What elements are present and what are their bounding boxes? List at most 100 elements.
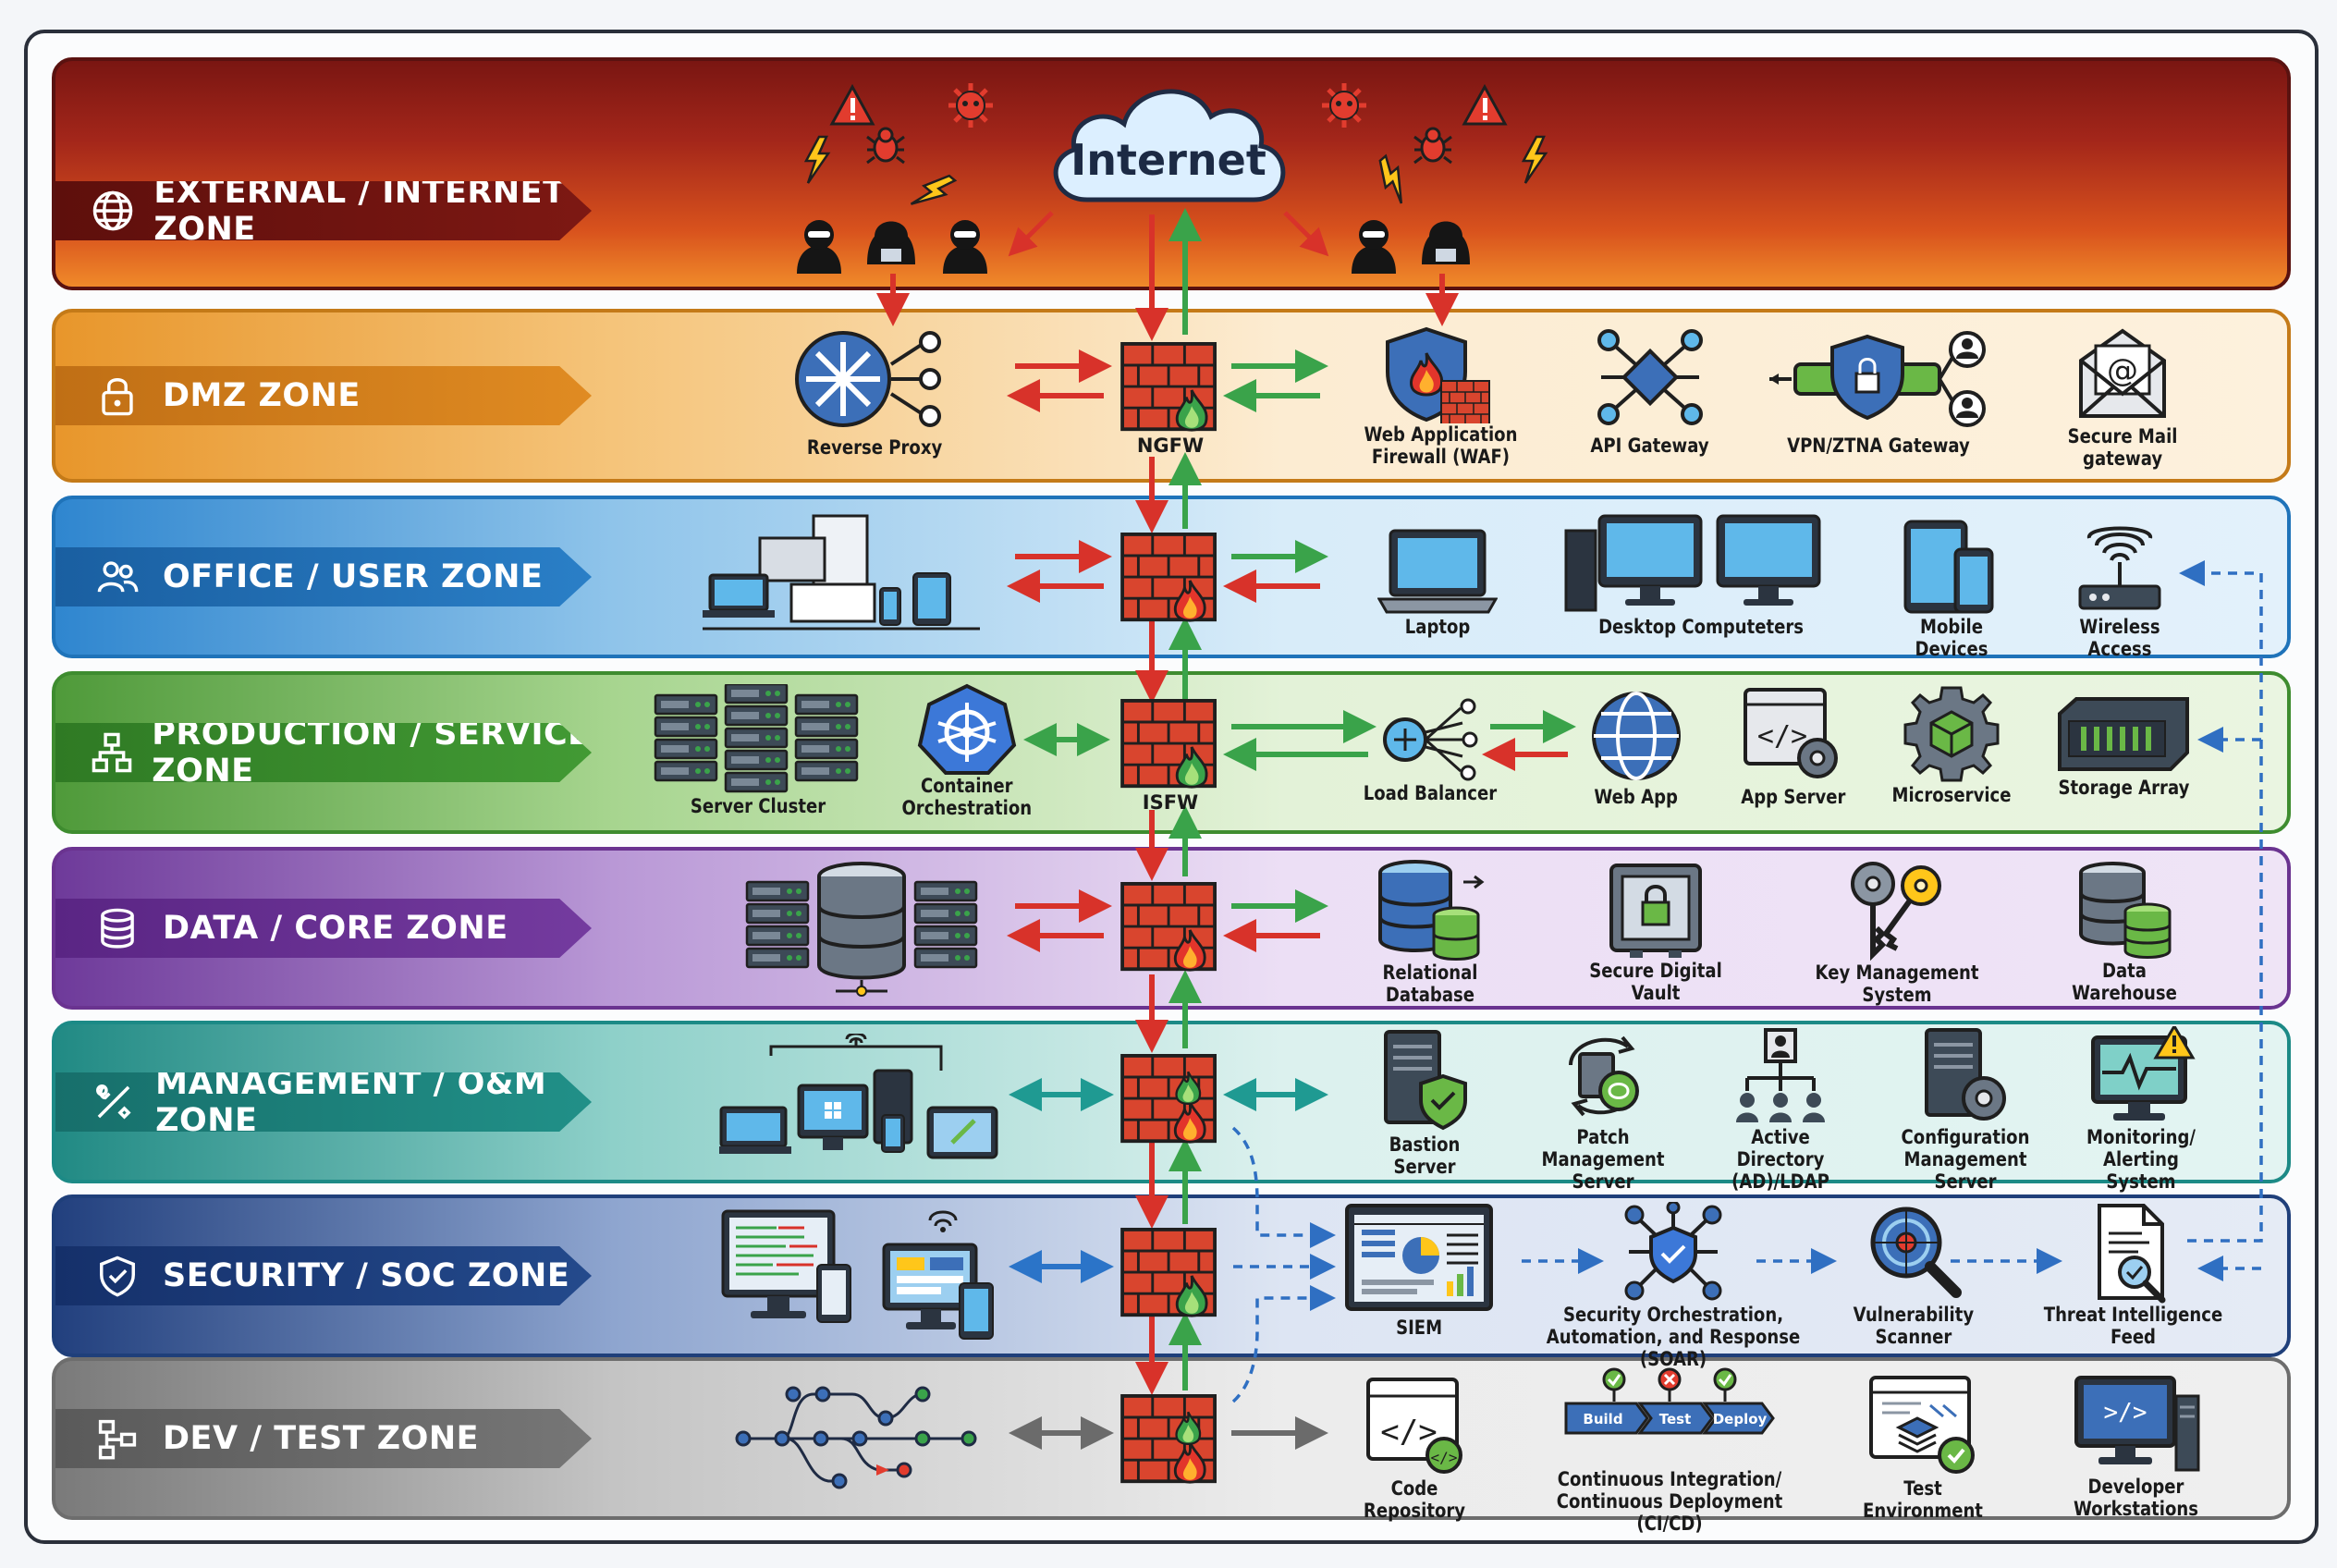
node-label: Data Warehouse [2072, 960, 2177, 1004]
node-label: Code Repository [1363, 1477, 1466, 1522]
svg-text:</>: </> [1380, 1414, 1437, 1451]
threat-report-icon [2098, 1204, 2166, 1304]
load-balancer[interactable]: Load Balancer [1352, 695, 1509, 804]
hierarchy-icon [91, 1412, 144, 1465]
node-label: Laptop [1404, 616, 1471, 638]
gear-cube-icon [1903, 686, 2000, 782]
patch-management-server[interactable]: Patch Management Server [1512, 1026, 1694, 1193]
laptop[interactable]: Laptop [1368, 525, 1507, 638]
zone-label-management: MANAGEMENT / O&M ZONE [55, 1072, 592, 1132]
laptop-icon [1377, 529, 1498, 614]
wifi-router-icon [2078, 526, 2161, 610]
mail-icon: @ [2079, 328, 2166, 418]
node-label: Server Cluster [690, 795, 826, 817]
zone-label-office: OFFICE / USER ZONE [55, 547, 592, 606]
dev-workstation-icon: >/> [2074, 1376, 2200, 1472]
node-label: Active Directory (AD)/LDAP [1731, 1126, 1829, 1193]
zone-label-text: DEV / TEST ZONE [163, 1420, 480, 1457]
secure-digital-vault[interactable]: Secure Digital Vault [1559, 860, 1753, 1004]
vpn-ztna-gateway[interactable]: VPN/ZTNA Gateway [1766, 327, 1991, 457]
config-server-icon [1925, 1028, 2006, 1121]
zone-label-dmz: DMZ ZONE [55, 366, 592, 425]
desktop-computers[interactable]: Desktop Computeters [1562, 512, 1840, 638]
zone-label-text: PRODUCTION / SERVICE ZONE [152, 716, 591, 790]
soar[interactable]: Security Orchestration, Automation, and … [1507, 1202, 1840, 1370]
storage-array-icon [2058, 697, 2189, 771]
node-label: Key Management System [1815, 962, 1979, 1006]
container-orchestration[interactable]: Container Orchestration [887, 682, 1046, 819]
microservice[interactable]: Microservice [1882, 684, 2021, 806]
directory-tree-icon [1736, 1028, 1825, 1122]
threat-intelligence-feed[interactable]: Threat Intelligence Feed [2026, 1202, 2239, 1348]
data-warehouse[interactable]: Data Warehouse [2041, 860, 2208, 1004]
web-app[interactable]: Web App [1572, 686, 1701, 808]
globe-icon [91, 184, 135, 238]
vulnerability-scanner[interactable]: Vulnerability Scanner [1840, 1202, 1988, 1348]
node-label: Bastion Server [1389, 1133, 1461, 1178]
node-label: Configuration Management Server [1901, 1126, 2030, 1193]
node-label: Load Balancer [1363, 782, 1498, 804]
pipeline-deploy-label: Deploy [1713, 1411, 1768, 1427]
storage-array[interactable]: Storage Array [2045, 695, 2202, 799]
vpn-gateway-icon [1769, 331, 1986, 427]
siem[interactable]: SIEM [1340, 1202, 1498, 1339]
pipeline-build-label: Build [1583, 1411, 1622, 1427]
node-label: Patch Management Server [1541, 1126, 1665, 1193]
zone-label-external: EXTERNAL / INTERNET ZONE [55, 181, 592, 240]
reverse-proxy[interactable]: Reverse Proxy [791, 327, 958, 459]
pipeline-icon: Build Test Deploy [1564, 1367, 1775, 1435]
svg-text:>/>: >/> [2104, 1399, 2147, 1427]
server-cluster[interactable]: Server Cluster [647, 684, 869, 817]
developer-workstations[interactable]: >/> Developer Workstations [2052, 1374, 2219, 1520]
zone-label-text: EXTERNAL / INTERNET ZONE [153, 174, 566, 248]
isfw-firewall[interactable]: ISFW [1120, 699, 1220, 814]
pipeline-test-label: Test [1659, 1411, 1692, 1427]
node-label: VPN/ZTNA Gateway [1787, 435, 1970, 457]
mobile-devices[interactable]: Mobile Devices [1873, 518, 2030, 660]
ci-cd-pipeline[interactable]: Build Test Deploy Continuous Integration… [1522, 1366, 1817, 1535]
node-label: Web App [1594, 786, 1679, 808]
node-label: API Gateway [1590, 435, 1710, 457]
test-environment[interactable]: Test Environment [1830, 1374, 2015, 1522]
management-devices-icon [719, 1034, 998, 1159]
ngfw-firewall[interactable]: NGFW [1120, 342, 1220, 457]
svg-text:@: @ [2107, 352, 2138, 389]
relational-database[interactable]: Relational Database [1333, 858, 1527, 1006]
app-server[interactable]: </> App Server [1729, 684, 1858, 808]
monitoring-alerting-system[interactable]: Monitoring/ Alerting System [2060, 1026, 2222, 1193]
key-management-system[interactable]: Key Management System [1777, 858, 2017, 1006]
bastion-server-icon [1384, 1030, 1467, 1131]
secure-mail-gateway[interactable]: @ Secure Mail gateway [2030, 324, 2215, 470]
reverse-proxy-icon [795, 331, 941, 427]
configuration-management-server[interactable]: Configuration Management Server [1866, 1026, 2065, 1193]
wireless-access[interactable]: Wireless Access [2041, 514, 2198, 660]
bastion-server[interactable]: Bastion Server [1346, 1028, 1503, 1178]
node-label: Secure Mail gateway [2067, 425, 2178, 470]
node-label: Microservice [1891, 784, 2012, 806]
firewall-label: ISFW [1142, 791, 1199, 814]
monitoring-icon [2091, 1026, 2196, 1121]
siem-dashboard-icon [1345, 1204, 1493, 1311]
zone-label-data: DATA / CORE ZONE [55, 899, 592, 958]
waf-icon [1386, 326, 1490, 423]
node-label: Vulnerability Scanner [1853, 1304, 1975, 1348]
internet-label: Internet [1071, 135, 1266, 185]
node-label: Test Environment [1863, 1477, 1983, 1522]
code-repo-icon: </> </> [1366, 1378, 1462, 1474]
zone-label-text: DATA / CORE ZONE [163, 910, 508, 947]
database-icon [91, 901, 144, 955]
code-repository[interactable]: </> </> Code Repository [1339, 1376, 1490, 1522]
api-gateway[interactable]: API Gateway [1562, 320, 1738, 457]
mobile-devices-icon [1903, 520, 1994, 614]
zone-label-text: OFFICE / USER ZONE [163, 558, 544, 595]
server-cluster-icon [654, 684, 859, 793]
node-label: SIEM [1395, 1317, 1443, 1339]
node-label: Monitoring/ Alerting System [2086, 1126, 2196, 1193]
node-label: Web Application Firewall (WAF) [1364, 423, 1517, 468]
waf[interactable]: Web Application Firewall (WAF) [1348, 325, 1533, 468]
active-directory[interactable]: Active Directory (AD)/LDAP [1697, 1026, 1864, 1193]
node-label: Container Orchestration [901, 775, 1033, 819]
node-label: Storage Array [2058, 777, 2189, 799]
